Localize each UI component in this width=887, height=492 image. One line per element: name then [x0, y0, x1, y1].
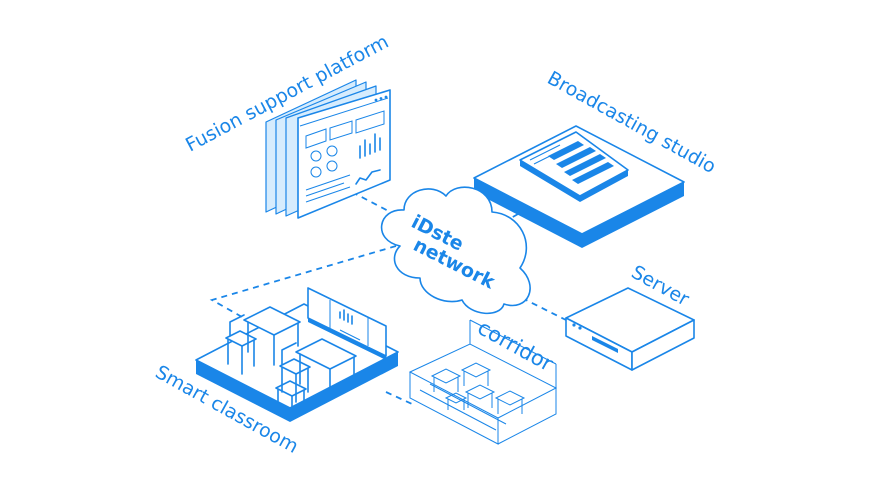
- cloud-icon: [380, 186, 531, 315]
- smart-classroom-icon: [195, 287, 399, 422]
- corridor-icon: [408, 319, 558, 445]
- broadcasting-studio-icon: [473, 125, 685, 248]
- fusion-platform-icon: [265, 79, 391, 219]
- server-icon: [565, 287, 695, 371]
